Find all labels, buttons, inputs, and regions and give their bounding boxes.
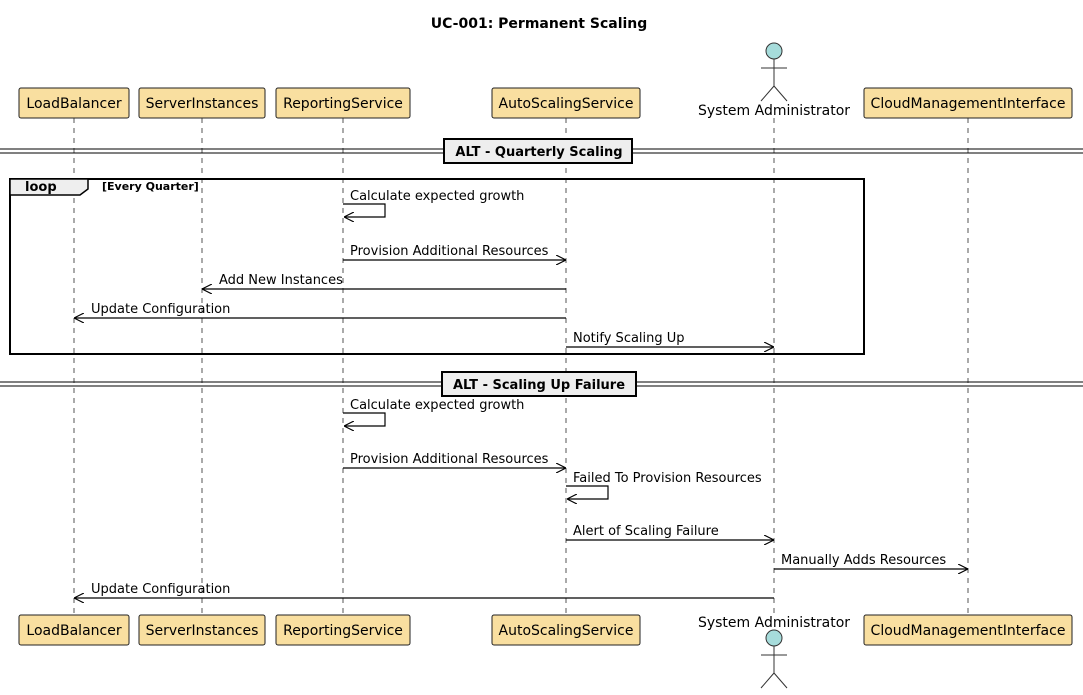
message-label: Failed To Provision Resources	[573, 471, 762, 486]
loop-frame	[9, 178, 865, 355]
message-self-arrow	[566, 485, 609, 499]
bottom-actor-leg-left	[760, 672, 775, 689]
message-label: Manually Adds Resources	[781, 553, 946, 568]
divider-box	[441, 371, 637, 397]
top-participant-label-rs: ReportingService	[283, 96, 403, 112]
diagram-title: UC-001: Permanent Scaling	[431, 16, 648, 32]
loop-condition: [Every Quarter]	[102, 180, 199, 193]
top-participant-box-cmi	[863, 87, 1073, 119]
top-participant-box-lb	[18, 87, 130, 119]
message-label: Update Configuration	[91, 582, 230, 597]
bottom-actor-leg-right	[773, 672, 788, 689]
message-self-arrow	[343, 412, 386, 426]
top-participant-box-as	[491, 87, 641, 119]
top-actor-leg-right	[773, 85, 788, 102]
loop-tab	[9, 178, 89, 196]
top-participant-box-rs	[275, 87, 411, 119]
bottom-participant-box-cmi	[863, 614, 1073, 646]
bottom-actor-label: System Administrator	[698, 615, 850, 631]
top-participant-label-si: ServerInstances	[146, 96, 259, 112]
bottom-participant-label-rs: ReportingService	[283, 623, 403, 639]
message-label: Provision Additional Resources	[350, 452, 549, 467]
bottom-participant-label-as: AutoScalingService	[499, 623, 634, 639]
participants-top: LoadBalancer ServerInstances ReportingServ…	[18, 42, 1073, 119]
divider-label: ALT - Quarterly Scaling	[455, 145, 622, 160]
top-participant-label-lb: LoadBalancer	[26, 96, 121, 112]
loop-keyword: loop	[25, 180, 57, 195]
divider-box	[443, 138, 633, 164]
divider-label: ALT - Scaling Up Failure	[453, 378, 625, 393]
top-actor-label: System Administrator	[698, 103, 850, 119]
bottom-participant-label-si: ServerInstances	[146, 623, 259, 639]
bottom-participant-label-cmi: CloudManagementInterface	[871, 623, 1066, 639]
participants-bottom: LoadBalancer ServerInstances ReportingServ…	[18, 614, 1073, 689]
top-actor-head	[765, 42, 783, 60]
message-label: Update Configuration	[91, 302, 230, 317]
message-label: Provision Additional Resources	[350, 244, 549, 259]
message-label: Notify Scaling Up	[573, 331, 685, 346]
message-label: Add New Instances	[219, 273, 343, 288]
message-self-arrow	[343, 203, 386, 217]
bottom-participant-box-as	[491, 614, 641, 646]
bottom-participant-box-si	[138, 614, 266, 646]
message-label: Calculate expected growth	[350, 189, 524, 204]
top-participant-label-as: AutoScalingService	[499, 96, 634, 112]
message-label: Alert of Scaling Failure	[573, 524, 719, 539]
bottom-actor-head	[765, 629, 783, 647]
message-label: Calculate expected growth	[350, 398, 524, 413]
top-participant-label-cmi: CloudManagementInterface	[871, 96, 1066, 112]
bottom-participant-label-lb: LoadBalancer	[26, 623, 121, 639]
lifelines	[73, 118, 969, 615]
bottom-participant-box-rs	[275, 614, 411, 646]
top-actor-leg-left	[760, 85, 775, 102]
top-participant-box-si	[138, 87, 266, 119]
bottom-participant-box-lb	[18, 614, 130, 646]
